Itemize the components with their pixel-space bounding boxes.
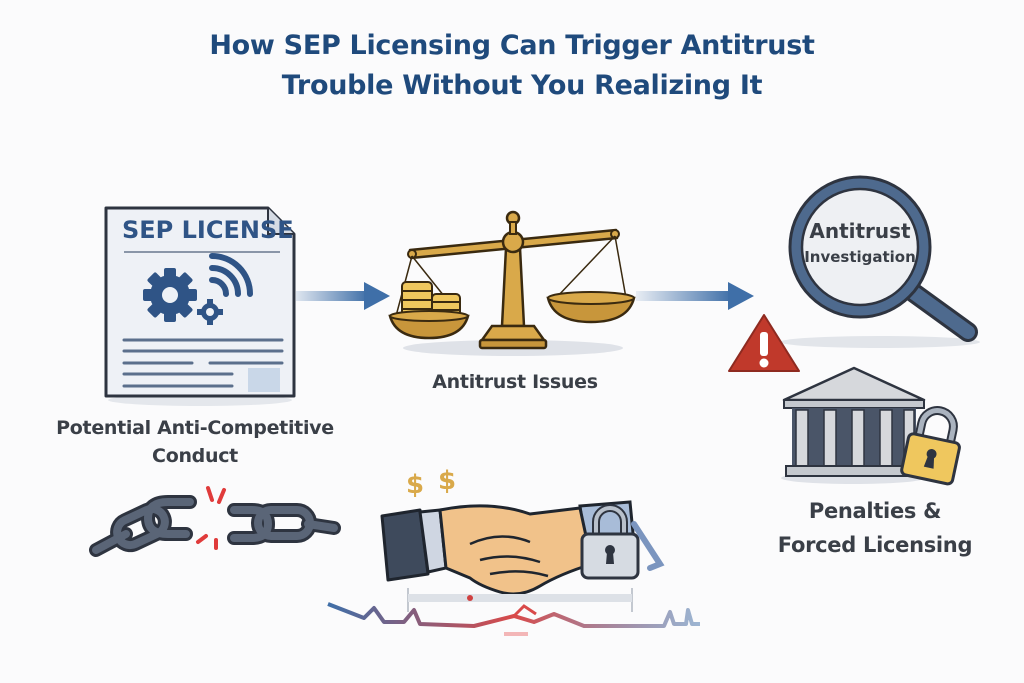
conduct-label-line2: Conduct bbox=[152, 445, 238, 467]
magnifying-glass-icon: Antitrust Investigation bbox=[780, 175, 980, 348]
flow-arrow-2 bbox=[636, 282, 754, 310]
dollar-sign-icon-2: $ bbox=[438, 466, 457, 496]
page-title: How SEP Licensing Can Trigger Antitrust … bbox=[0, 26, 1024, 106]
anti-competitive-conduct-label: Potential Anti-Competitive Conduct bbox=[30, 414, 360, 470]
dollar-sign-icon-1: $ bbox=[406, 470, 425, 500]
flow-arrow-1 bbox=[296, 282, 390, 310]
lens-text-line1: Antitrust bbox=[809, 219, 911, 243]
cracked-ground-icon bbox=[327, 602, 700, 636]
license-document-icon: SEP LICENSE bbox=[104, 206, 296, 406]
penalties-label: Penalties & Forced Licensing bbox=[760, 494, 990, 562]
title-line-2: Trouble Without You Realizing It bbox=[281, 70, 763, 101]
penalties-label-line1: Penalties & bbox=[808, 499, 942, 523]
sep-license-doc-title: SEP LICENSE bbox=[122, 216, 294, 244]
broken-chain-icon bbox=[89, 486, 341, 557]
handshake-lock-icon bbox=[380, 500, 665, 612]
lens-text-line2: Investigation bbox=[804, 248, 916, 266]
conduct-label-line1: Potential Anti-Competitive bbox=[56, 417, 334, 439]
scales-of-justice-icon bbox=[388, 210, 636, 356]
title-line-1: How SEP Licensing Can Trigger Antitrust bbox=[209, 30, 815, 61]
antitrust-issues-label: Antitrust Issues bbox=[432, 371, 598, 393]
penalties-label-line2: Forced Licensing bbox=[777, 533, 973, 557]
courthouse-lock-icon bbox=[781, 366, 961, 486]
warning-icon bbox=[728, 314, 800, 372]
